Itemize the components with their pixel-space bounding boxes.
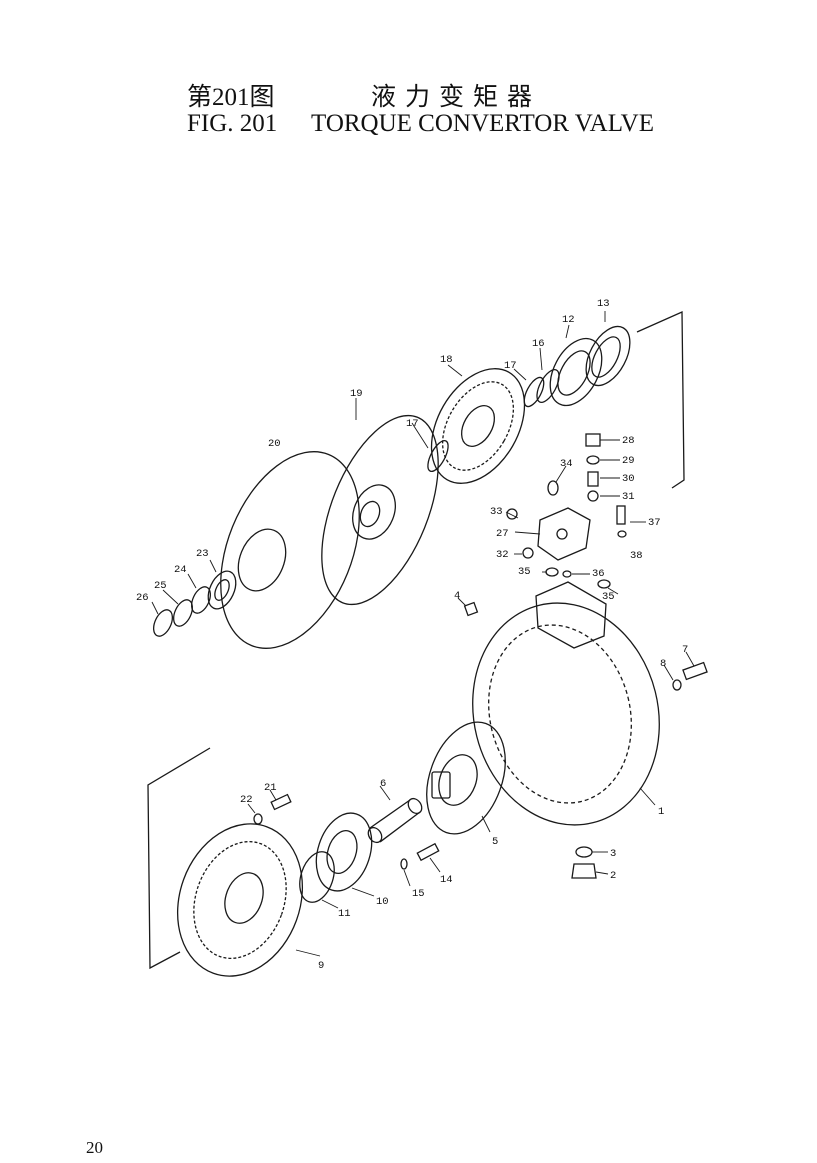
label-part-35-right: 35 bbox=[602, 591, 615, 603]
label-part-6: 6 bbox=[380, 778, 386, 790]
label-part-15: 15 bbox=[412, 888, 425, 900]
part-12-retainer bbox=[549, 337, 603, 407]
part-35-oring bbox=[545, 567, 559, 577]
part-31-ball bbox=[587, 490, 599, 502]
figure-header-en: FIG. 201 TORQUE CONVERTOR VALVE bbox=[187, 110, 654, 138]
label-part-38: 38 bbox=[630, 550, 643, 562]
part-20-plate bbox=[220, 451, 360, 649]
part-22-washer bbox=[253, 813, 263, 825]
label-part-35-left: 35 bbox=[518, 566, 531, 578]
label-part-12: 12 bbox=[562, 314, 575, 326]
part-17-ring bbox=[523, 376, 545, 408]
figure-number-en: FIG. 201 bbox=[187, 110, 278, 137]
part-15-washer bbox=[400, 858, 408, 870]
part-13-seal bbox=[585, 325, 631, 387]
label-part-36: 36 bbox=[592, 568, 605, 580]
part-25-ring bbox=[172, 599, 194, 627]
part-28-plug bbox=[585, 433, 601, 447]
label-part-33: 33 bbox=[490, 506, 503, 518]
label-part-5: 5 bbox=[492, 836, 498, 848]
label-part-32: 32 bbox=[496, 549, 509, 561]
figure-header-cn: 第201图 液力变矩器 bbox=[187, 77, 541, 113]
figure-number-cn: 第201图 bbox=[187, 84, 275, 111]
part-19-plate bbox=[321, 414, 439, 606]
part-4-fitting bbox=[463, 601, 479, 617]
part-24-ring bbox=[190, 586, 212, 614]
label-part-13: 13 bbox=[597, 298, 610, 310]
part-32-plug bbox=[522, 547, 534, 559]
label-part-18: 18 bbox=[440, 354, 453, 366]
part-2-drain-plug bbox=[571, 863, 597, 879]
part-14-bolt bbox=[416, 842, 440, 862]
label-part-30: 30 bbox=[622, 473, 635, 485]
part-35-oring-b bbox=[597, 579, 611, 589]
label-part-9: 9 bbox=[318, 960, 324, 972]
label-part-4: 4 bbox=[454, 590, 460, 602]
label-part-21: 21 bbox=[264, 782, 277, 794]
label-part-28: 28 bbox=[622, 435, 635, 447]
leader-lines bbox=[151, 311, 695, 957]
page-number: 20 bbox=[86, 1138, 103, 1157]
figure-title-en: TORQUE CONVERTOR VALVE bbox=[311, 110, 654, 137]
part-23-bearing bbox=[207, 570, 237, 610]
part-9-pump bbox=[176, 823, 304, 977]
part-27-valve-body bbox=[537, 507, 591, 561]
part-33-plug bbox=[506, 508, 518, 520]
label-part-8: 8 bbox=[660, 658, 666, 670]
label-part-1: 1 bbox=[658, 806, 664, 818]
part-5-stator-support bbox=[426, 721, 506, 835]
label-part-16: 16 bbox=[532, 338, 545, 350]
label-part-17-lower: 17 bbox=[406, 418, 419, 430]
part-3-gasket bbox=[575, 846, 593, 858]
label-part-23: 23 bbox=[196, 548, 209, 560]
label-part-31: 31 bbox=[622, 491, 635, 503]
label-part-20: 20 bbox=[268, 438, 281, 450]
figure-title-cn: 液力变矩器 bbox=[371, 84, 542, 111]
label-part-14: 14 bbox=[440, 874, 453, 886]
part-7-bolt bbox=[682, 661, 708, 681]
part-30-spring bbox=[587, 471, 599, 487]
label-part-25: 25 bbox=[154, 580, 167, 592]
part-18-turbine bbox=[430, 368, 526, 484]
label-part-3: 3 bbox=[610, 848, 616, 860]
part-37-bolt bbox=[616, 505, 626, 525]
label-part-11: 11 bbox=[338, 908, 351, 920]
part-36-oring bbox=[562, 570, 572, 578]
label-part-26: 26 bbox=[136, 592, 149, 604]
part-21-bolt bbox=[270, 793, 292, 811]
label-part-7: 7 bbox=[682, 644, 688, 656]
label-part-27: 27 bbox=[496, 528, 509, 540]
part-10-retainer bbox=[315, 812, 373, 892]
label-part-34: 34 bbox=[560, 458, 573, 470]
part-29-washer bbox=[586, 455, 600, 465]
label-part-22: 22 bbox=[240, 794, 253, 806]
label-part-29: 29 bbox=[622, 455, 635, 467]
part-8-washer bbox=[672, 679, 682, 691]
bracket-line-lower bbox=[147, 747, 211, 970]
label-part-10: 10 bbox=[376, 896, 389, 908]
part-34-pin bbox=[547, 480, 559, 496]
label-part-17-upper: 17 bbox=[504, 360, 517, 372]
part-11-ring bbox=[299, 851, 335, 903]
part-16-ring bbox=[536, 369, 560, 403]
part-6-sleeve bbox=[367, 797, 423, 844]
label-part-2: 2 bbox=[610, 870, 616, 882]
part-38-washer bbox=[617, 530, 627, 538]
part-26-ring bbox=[152, 609, 174, 637]
label-part-19: 19 bbox=[350, 388, 363, 400]
label-part-24: 24 bbox=[174, 564, 187, 576]
label-part-37: 37 bbox=[648, 517, 661, 529]
part-1-housing bbox=[472, 581, 660, 826]
bracket-line-upper bbox=[636, 311, 685, 489]
part-17-snap-ring bbox=[427, 439, 449, 473]
